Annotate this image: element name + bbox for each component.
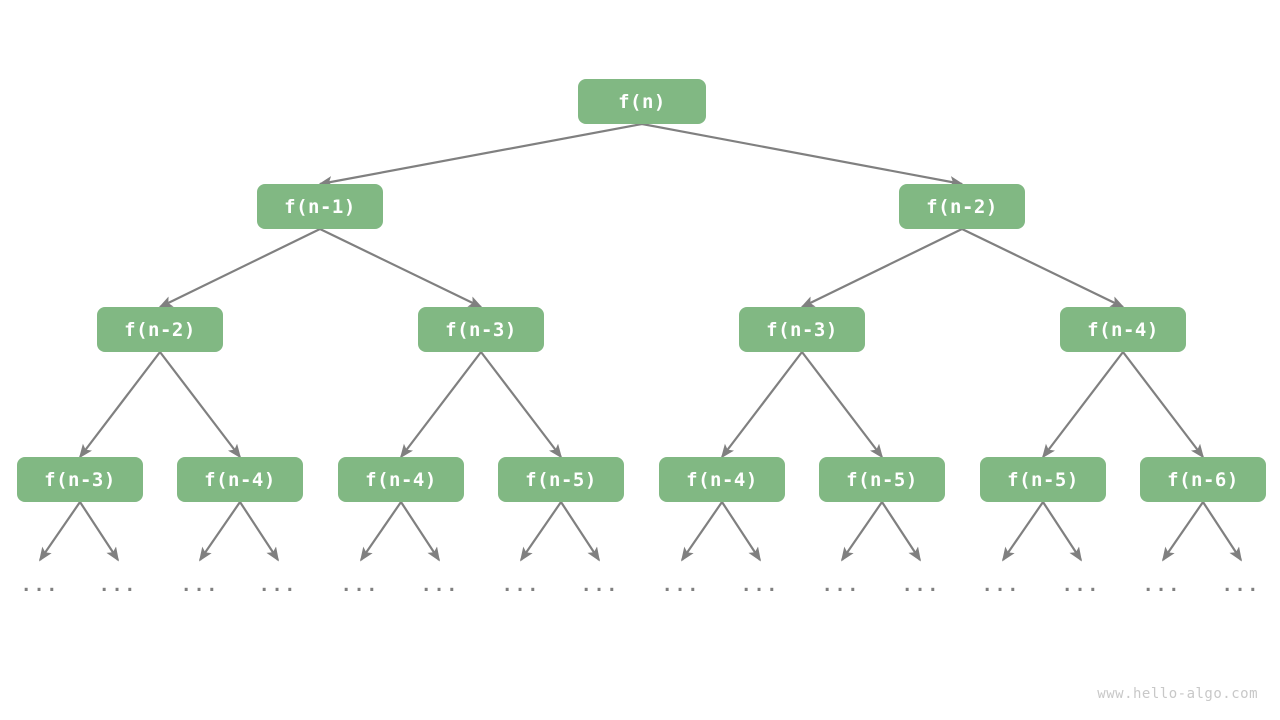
edge-n1-to-n4: [319, 228, 483, 308]
ellipsis-marker: ...: [1221, 575, 1261, 596]
tree-node-n13: f(n-5): [980, 457, 1106, 502]
ellipsis-marker: ...: [661, 575, 701, 596]
tree-node-n5: f(n-3): [739, 307, 865, 352]
stub-edge-n7-0: [39, 501, 81, 562]
edge-n2-to-n6: [961, 228, 1125, 308]
edge-n3-to-n8: [159, 351, 242, 459]
ellipsis-marker: ...: [580, 575, 620, 596]
edge-n4-to-n9: [399, 351, 482, 459]
ellipsis-marker: ...: [821, 575, 861, 596]
tree-node-n2: f(n-2): [899, 184, 1025, 229]
stub-edge-n13-12: [1002, 501, 1044, 562]
tree-node-n10: f(n-5): [498, 457, 624, 502]
stub-edge-n8-3: [239, 501, 279, 562]
tree-node-n9: f(n-4): [338, 457, 464, 502]
stub-edge-n7-1: [79, 501, 119, 562]
stub-edge-n10-7: [560, 501, 600, 562]
stub-edge-n8-2: [199, 501, 241, 562]
ellipsis-marker: ...: [340, 575, 380, 596]
edge-n6-to-n13: [1041, 351, 1124, 459]
stub-edge-n14-14: [1162, 501, 1204, 562]
stub-edge-n9-5: [400, 501, 440, 562]
edge-n0-to-n1: [318, 122, 643, 188]
stub-edge-n11-9: [721, 501, 761, 562]
ellipsis-marker: ...: [1142, 575, 1182, 596]
tree-node-n12: f(n-5): [819, 457, 945, 502]
edge-n0-to-n2: [641, 122, 964, 188]
tree-node-n8: f(n-4): [177, 457, 303, 502]
edge-n2-to-n5: [800, 228, 963, 308]
stub-edge-n11-8: [681, 501, 723, 562]
stub-edge-n9-4: [360, 501, 402, 562]
watermark: www.hello-algo.com: [1097, 686, 1258, 702]
tree-node-n3: f(n-2): [97, 307, 223, 352]
ellipsis-marker: ...: [20, 575, 60, 596]
ellipsis-marker: ...: [180, 575, 220, 596]
edge-n3-to-n7: [78, 351, 161, 459]
tree-node-n14: f(n-6): [1140, 457, 1266, 502]
ellipsis-marker: ...: [981, 575, 1021, 596]
leaf-stub-edges: [39, 501, 1242, 562]
ellipsis-marker: ...: [98, 575, 138, 596]
tree-node-n0: f(n): [578, 79, 706, 124]
stub-edge-n13-13: [1042, 501, 1082, 562]
ellipsis-marker: ...: [740, 575, 780, 596]
stub-edge-n12-11: [881, 501, 921, 562]
stub-edge-n14-15: [1202, 501, 1242, 562]
tree-node-n7: f(n-3): [17, 457, 143, 502]
stub-edge-n12-10: [841, 501, 883, 562]
edge-n4-to-n10: [480, 351, 563, 459]
edge-n5-to-n12: [801, 351, 884, 459]
tree-node-n4: f(n-3): [418, 307, 544, 352]
stub-edge-n10-6: [520, 501, 562, 562]
edge-n5-to-n11: [720, 351, 803, 459]
ellipsis-marker: ...: [420, 575, 460, 596]
ellipsis-marker: ...: [501, 575, 541, 596]
ellipsis-marker: ...: [901, 575, 941, 596]
ellipsis-marker: ...: [1061, 575, 1101, 596]
tree-node-n6: f(n-4): [1060, 307, 1186, 352]
edge-n1-to-n3: [158, 228, 321, 308]
edge-n6-to-n14: [1122, 351, 1205, 459]
ellipsis-marker: ...: [258, 575, 298, 596]
tree-node-n1: f(n-1): [257, 184, 383, 229]
tree-edges: [78, 122, 1205, 459]
tree-node-n11: f(n-4): [659, 457, 785, 502]
